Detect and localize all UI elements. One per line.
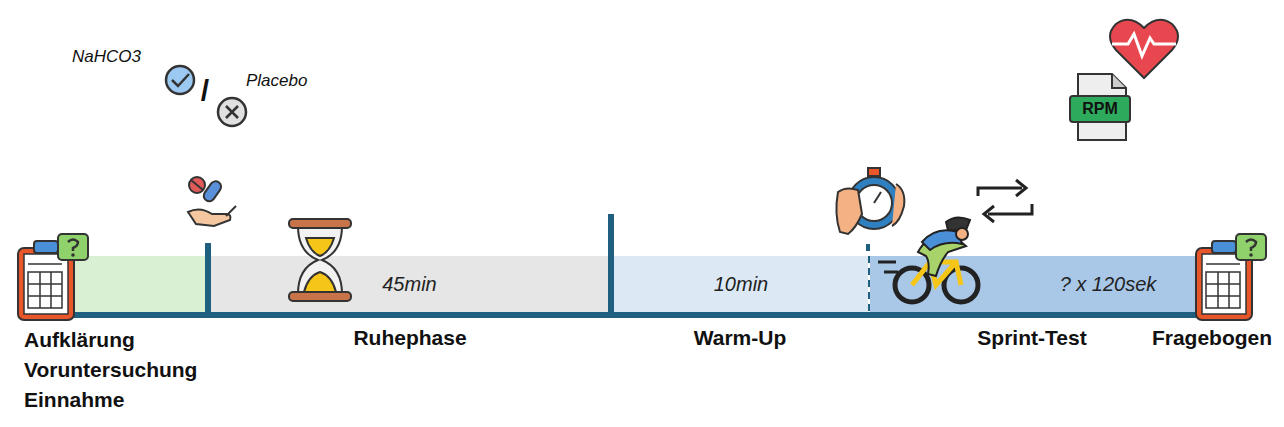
questionnaire-icon (18, 234, 88, 320)
pills-icon (188, 177, 236, 226)
duration-text: 45min (382, 273, 436, 296)
placebo-label: Placebo (246, 70, 366, 91)
file-icon (1070, 74, 1130, 140)
consent-band (75, 256, 208, 312)
repeat-icon (978, 180, 1032, 222)
heart-icon (1110, 20, 1178, 78)
warmup-band: 10min (614, 256, 868, 312)
sprint-band: ? x 120sek (870, 256, 1196, 312)
phase-label: Fragebogen (1145, 325, 1279, 351)
separator: / (190, 72, 220, 110)
cross-icon (218, 98, 246, 126)
phase-label: Warm-Up (640, 325, 840, 351)
questionnaire-icon (1196, 234, 1266, 320)
phase-label: Ruhephase (310, 325, 510, 351)
rest-phase-band: 45min (211, 256, 608, 312)
file-label: RPM (1070, 99, 1130, 119)
duration-text: 10min (714, 273, 768, 296)
phase-label: Aufklärung Voruntersuchung Einnahme (24, 325, 229, 415)
stopwatch-icon (836, 168, 904, 234)
phase-label: Sprint-Test (932, 325, 1132, 351)
duration-text: ? x 120sek (1060, 273, 1157, 296)
substance-label: NaHCO3 (72, 46, 192, 67)
check-icon (166, 66, 194, 94)
